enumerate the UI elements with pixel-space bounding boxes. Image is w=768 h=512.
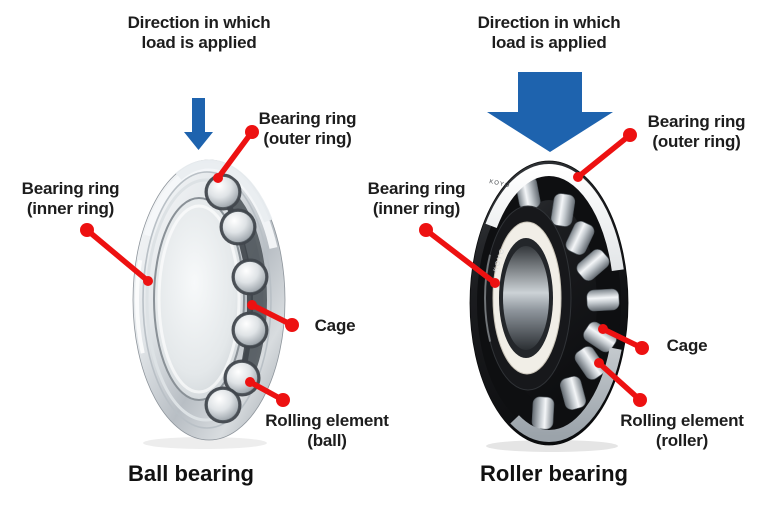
inner-ring-highlight [484,205,572,391]
front-rim [131,159,287,441]
direction-label-right: Direction in which load is applied [449,13,649,53]
direction-label-left: Direction in which load is applied [99,13,299,53]
caption-ball-bearing-text: Ball bearing [128,461,254,486]
load-arrow-left [184,98,213,150]
leader-cage-right [598,324,649,355]
outer-ring-label-left: Bearing ring (outer ring) [245,109,370,149]
rolling-element-label-right-line1: Rolling element [620,411,744,430]
ball-raceway [145,179,267,421]
cage-label-left: Cage [300,316,370,336]
cage-label-right: Cage [652,336,722,356]
outer-ring-label-right-line2: (outer ring) [652,132,741,151]
load-arrow-right [487,72,613,152]
rolling-element-label-right-line2: (roller) [655,431,709,450]
inner-ring-bore-left [153,197,245,401]
inner-ring-label-right-line1: Bearing ring [367,179,466,198]
rollers [515,176,620,430]
rolling-element-label-right: Rolling element (roller) [602,411,762,451]
direction-label-right-line1: Direction in which [477,13,621,32]
outer-rim-bottom-band [472,164,626,442]
inner-ring-label-right-line2: (inner ring) [372,199,461,218]
outer-ring-label-left-line1: Bearing ring [258,109,357,128]
caption-ball-bearing: Ball bearing [91,462,291,486]
inner-ring-label-left-line2: (inner ring) [26,199,115,218]
outer-rim-top-band [472,164,626,442]
outer-ring-left-highlight [135,162,283,438]
leader-rolling-element-left [245,377,290,407]
balls [204,173,269,424]
leader-outer-ring-left [213,125,259,183]
outer-ring-label-right-line1: Bearing ring [647,112,746,131]
outer-ring-label-right: Bearing ring (outer ring) [634,112,759,152]
rolling-element-label-left-line2: (ball) [307,431,347,450]
rolling-element-label-left: Rolling element (ball) [247,411,407,451]
ball-bearing-shadow [143,437,267,449]
caption-roller-bearing-text: Roller bearing [480,461,628,486]
cage-label-right-text: Cage [666,336,708,355]
leader-cage-left [247,300,299,332]
leader-rolling-element-right [594,358,647,407]
leader-inner-ring-right [419,223,500,288]
rolling-element-label-left-line1: Rolling element [265,411,389,430]
leader-outer-ring-right [573,128,637,182]
inner-ring-label-left-line1: Bearing ring [21,179,120,198]
inner-ring-label-left: Bearing ring (inner ring) [8,179,133,219]
roller-bearing-shadow [486,440,618,452]
inner-ring-bore-right [503,246,549,350]
roller-bearing-illustration: KOYO KOYO [469,160,629,452]
caption-roller-bearing: Roller bearing [454,462,654,486]
cage-label-left-text: Cage [314,316,356,335]
brand-text-rim: KOYO [489,179,511,189]
direction-label-right-line2: load is applied [491,33,607,52]
direction-label-left-line2: load is applied [141,33,257,52]
bore-highlight [157,204,241,394]
ball-bearing-illustration [131,159,287,449]
inner-ring-label-right: Bearing ring (inner ring) [354,179,479,219]
ring-groove [142,171,272,429]
outer-ring-label-left-line2: (outer ring) [263,129,352,148]
leader-inner-ring-left [80,223,153,286]
leader-lines [80,125,649,407]
direction-label-left-line1: Direction in which [127,13,271,32]
